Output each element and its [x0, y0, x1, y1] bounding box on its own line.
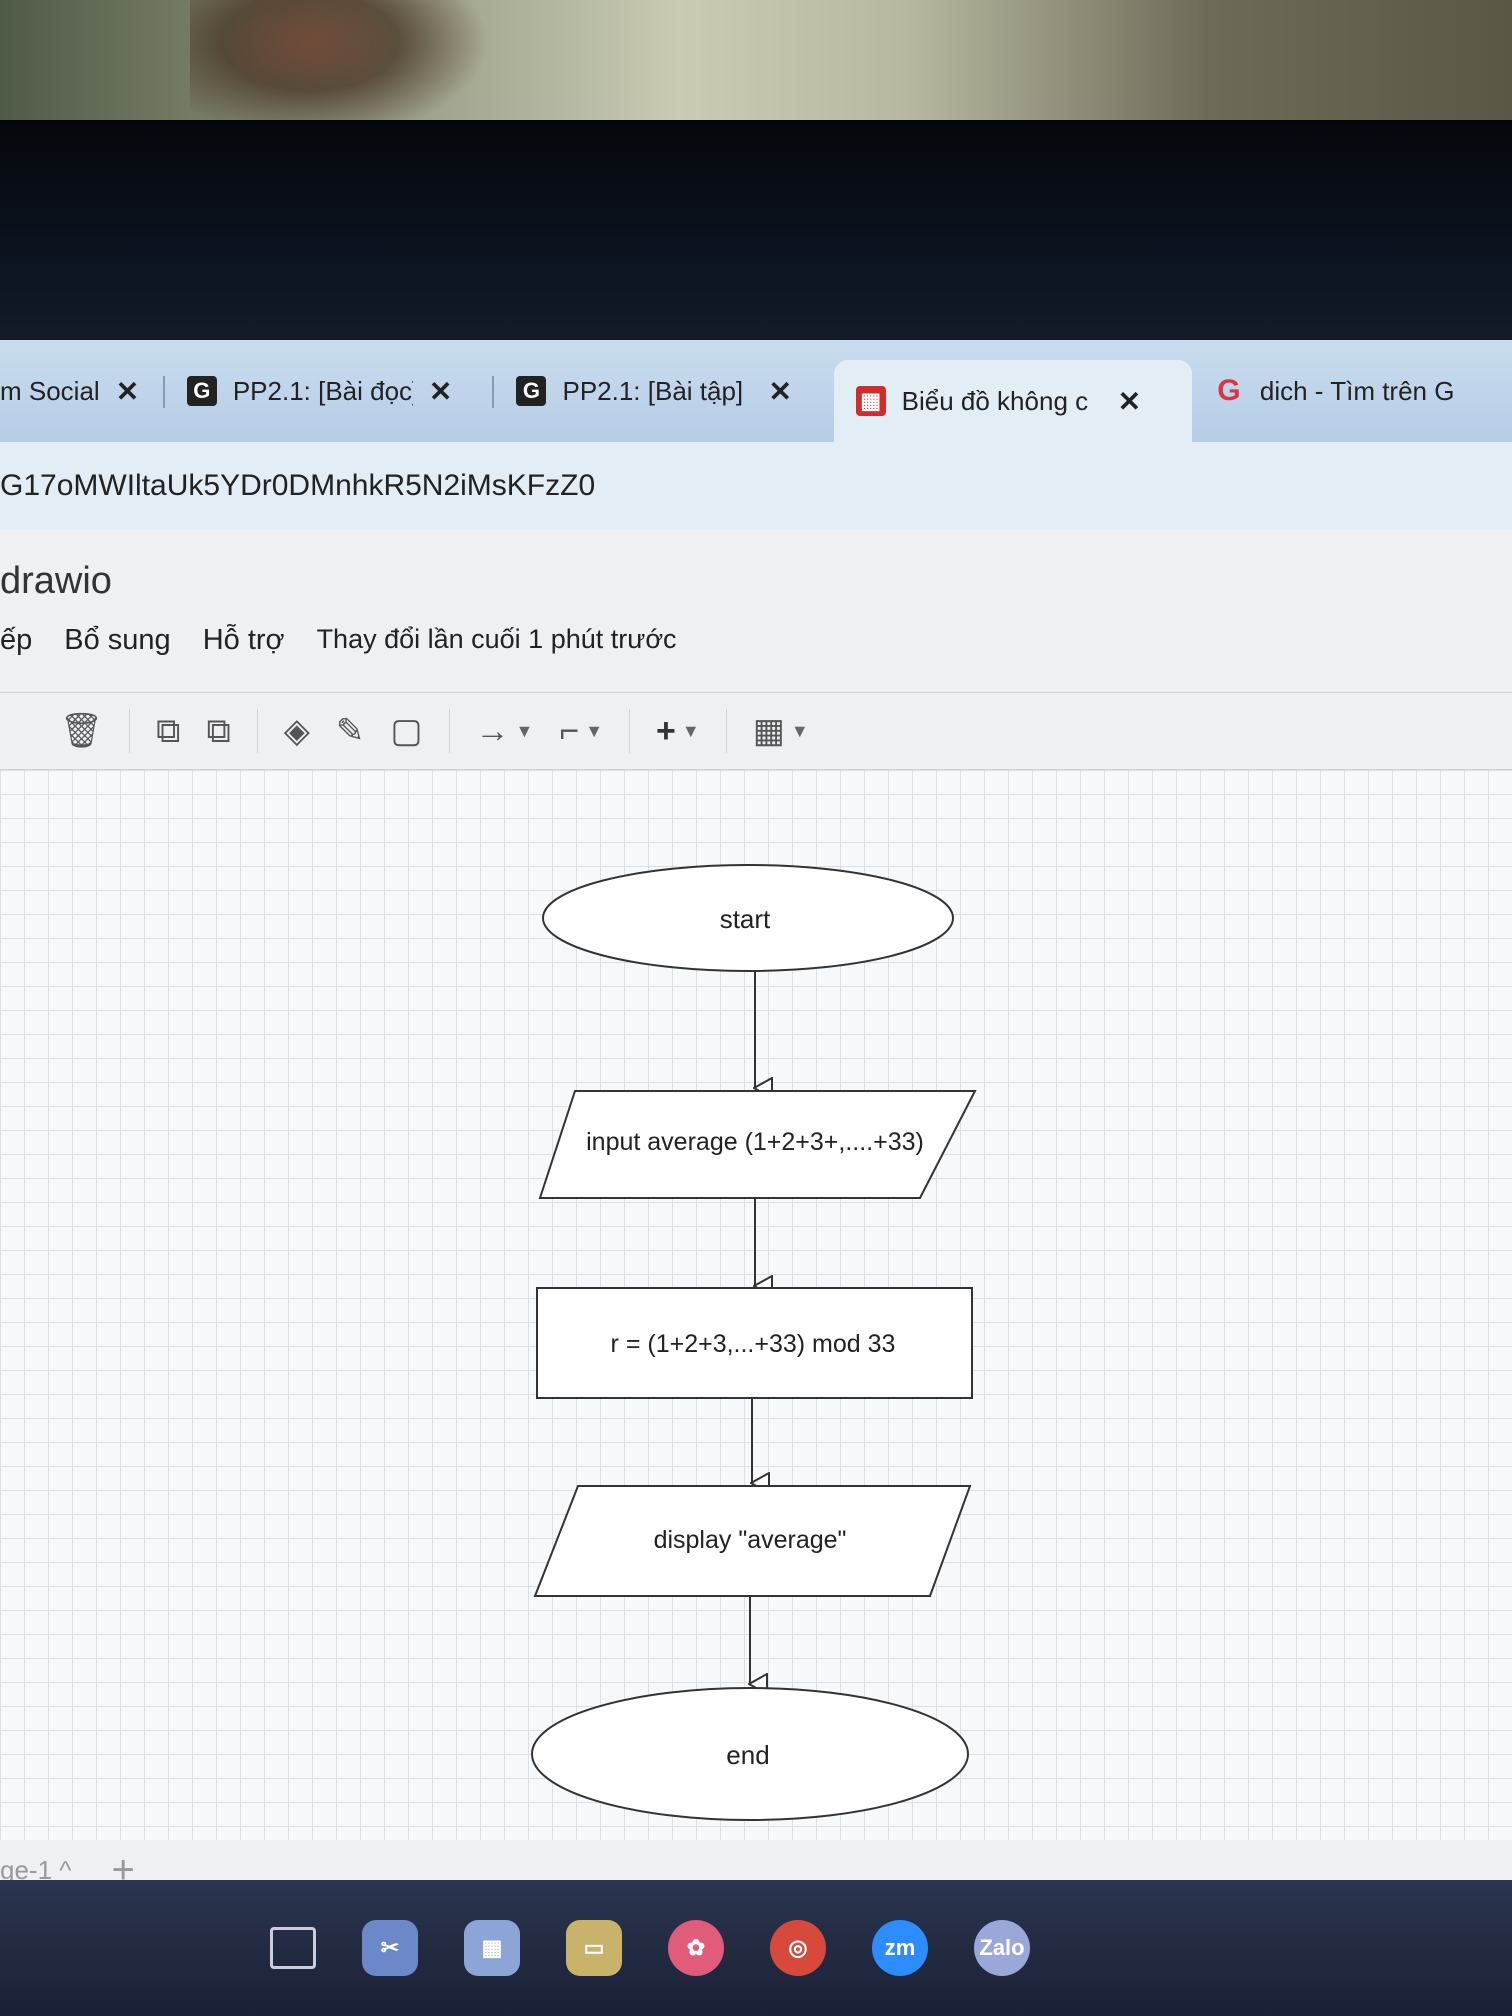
connection-icon[interactable]: →▼ [475, 711, 534, 750]
chevron-down-icon: ▼ [681, 720, 700, 741]
monitor-bezel [0, 120, 1512, 350]
tab-pp21-bai-doc[interactable]: G PP2.1: [Bài đọc] N ✕ [165, 356, 495, 426]
menu-item-extras[interactable]: Bổ sung [64, 624, 171, 656]
file-title[interactable]: drawio [0, 560, 112, 602]
address-bar[interactable]: G17oMWIltaUk5YDr0DMnhkR5N2iMsKFzZ0 [0, 442, 1512, 530]
tab-label: m Social [0, 375, 100, 406]
start-terminator[interactable]: start [542, 864, 954, 972]
classroom-icon: G [516, 376, 547, 406]
tab-drawio-diagram[interactable]: ▦ Biểu đồ không c ✕ [833, 360, 1192, 442]
tab-label: PP2.1: [Bài đọc] N [232, 375, 413, 406]
url-text: G17oMWIltaUk5YDr0DMnhkR5N2iMsKFzZ0 [0, 469, 596, 502]
drawio-icon: ▦ [855, 386, 886, 416]
chevron-down-icon: ▼ [585, 720, 604, 741]
google-icon: G [1217, 374, 1241, 407]
windows-taskbar: ✂ ▦ ▭ ✿ ◎ zm Zalo [0, 1880, 1512, 2016]
page-tab-current[interactable]: ge-1 ^ [0, 1854, 72, 1885]
last-modified-status[interactable]: Thay đổi lần cuối 1 phút trước [316, 624, 677, 654]
chevron-down-icon: ▼ [515, 720, 534, 741]
tab-social[interactable]: m Social ✕ [0, 356, 165, 426]
store-icon[interactable]: ▦ [464, 1920, 520, 1976]
display-parallelogram[interactable]: display "average" [533, 1485, 972, 1597]
display-label: display "average" [654, 1526, 847, 1554]
input-parallelogram[interactable]: input average (1+2+3+,....+33) [538, 1090, 977, 1199]
menu-item-arrange[interactable]: ếp [0, 624, 33, 656]
line-color-icon[interactable]: ✎ [335, 712, 365, 750]
table-icon[interactable]: ▦▼ [752, 712, 809, 750]
insert-icon[interactable]: +▼ [656, 711, 700, 750]
tab-google-search[interactable]: G dich - Tìm trên G [1192, 356, 1512, 426]
tab-label: dich - Tìm trên G [1259, 375, 1455, 406]
background-plant [190, 0, 490, 140]
monitor-screen: m Social ✕ G PP2.1: [Bài đọc] N ✕ G PP2.… [0, 340, 1512, 2016]
input-label: input average (1+2+3+,....+33) [586, 1128, 924, 1156]
close-icon[interactable]: ✕ [1117, 385, 1142, 417]
menu-bar: ếp Bổ sung Hỗ trợ Thay đổi lần cuối 1 ph… [0, 624, 677, 657]
chevron-up-icon: ^ [59, 1854, 72, 1885]
diagram-canvas[interactable]: start input average (1+2+3+,....+33) r =… [0, 770, 1512, 1840]
to-front-icon[interactable]: ⧉ [156, 711, 181, 750]
drawio-app: drawio ếp Bổ sung Hỗ trợ Thay đổi lần cu… [0, 530, 1512, 1950]
zoom-icon[interactable]: zm [872, 1920, 928, 1976]
flowchart: start input average (1+2+3+,....+33) r =… [531, 864, 977, 1821]
waypoints-icon[interactable]: ⌐▼ [559, 711, 604, 750]
start-label: start [720, 904, 771, 934]
end-terminator[interactable]: end [531, 1687, 969, 1821]
to-back-icon[interactable]: ⧉ [206, 711, 231, 750]
delete-icon[interactable]: 🗑 [60, 712, 104, 750]
task-view-icon[interactable] [270, 1927, 316, 1969]
shadow-icon[interactable]: ▢ [390, 712, 423, 750]
chevron-down-icon: ▼ [790, 720, 809, 741]
close-icon[interactable]: ✕ [428, 375, 453, 407]
app-icon[interactable]: ✿ [668, 1920, 724, 1976]
end-label: end [726, 1740, 769, 1770]
process-label: r = (1+2+3,...+33) mod 33 [611, 1330, 896, 1358]
file-explorer-icon[interactable]: ▭ [566, 1920, 622, 1976]
fill-color-icon[interactable]: ◈ [283, 712, 310, 750]
toolbar: 🗑 ⧉ ⧉ ◈ ✎ ▢ →▼ ⌐▼ +▼ ▦▼ [0, 692, 1512, 770]
process-rectangle[interactable]: r = (1+2+3,...+33) mod 33 [536, 1287, 973, 1399]
close-icon[interactable]: ✕ [115, 375, 140, 407]
menu-item-help[interactable]: Hỗ trợ [202, 624, 285, 656]
browser-tab-bar: m Social ✕ G PP2.1: [Bài đọc] N ✕ G PP2.… [0, 340, 1512, 442]
tab-pp21-bai-tap[interactable]: G PP2.1: [Bài tập] N ✕ [494, 356, 833, 426]
tab-label: Biểu đồ không c [901, 385, 1089, 416]
chrome-icon[interactable]: ◎ [770, 1920, 826, 1976]
zalo-icon[interactable]: Zalo [974, 1920, 1030, 1976]
snipping-tool-icon[interactable]: ✂ [362, 1920, 418, 1976]
classroom-icon: G [186, 376, 217, 406]
tab-label: PP2.1: [Bài tập] N [562, 375, 753, 406]
close-icon[interactable]: ✕ [768, 375, 792, 407]
